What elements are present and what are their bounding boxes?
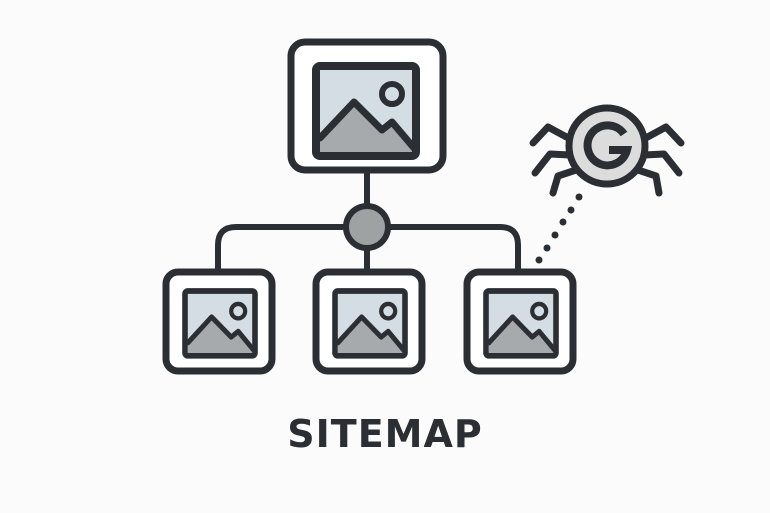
root-page-node [287,38,447,174]
connector-lines [215,167,521,274]
image-icon [316,66,416,156]
image-icon [185,291,255,356]
crawl-path-dots [535,193,583,264]
google-spider-icon [529,104,685,197]
page-title: SITEMAP [287,412,483,456]
image-icon [486,291,556,356]
child-page-node-3 [463,268,577,375]
child-page-node-2 [312,268,426,375]
hub-node [343,203,391,251]
child-page-node-1 [162,268,276,375]
image-icon [335,291,405,356]
google-g-icon [583,121,633,170]
